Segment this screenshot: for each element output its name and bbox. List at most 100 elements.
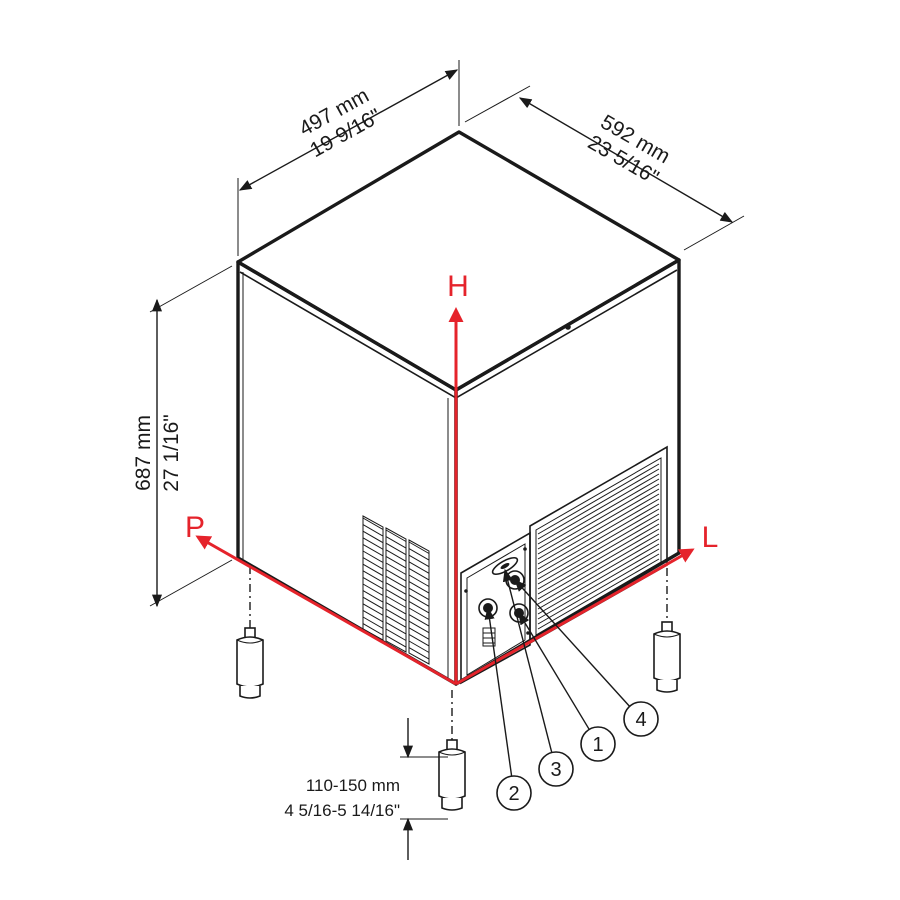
grille-slat xyxy=(537,548,660,620)
vent-slat xyxy=(362,550,384,563)
adjustable-foot xyxy=(653,568,681,693)
vent-slat xyxy=(362,530,384,544)
vent-slat xyxy=(385,602,407,615)
vent-slat xyxy=(385,529,407,542)
vent-slat xyxy=(362,524,384,537)
front-condenser-grille xyxy=(529,445,668,645)
vent-slat xyxy=(362,576,384,590)
depth-dimension: 592 mm 23 5/16" xyxy=(464,85,745,251)
grille-slat xyxy=(537,513,660,585)
adjustable-foot xyxy=(236,566,264,699)
callout-number: 3 xyxy=(550,759,561,781)
vent-slat xyxy=(362,517,384,530)
callout-number: 2 xyxy=(508,783,519,805)
vent-slat xyxy=(408,561,430,574)
vent-slat xyxy=(362,563,384,577)
vent-slat xyxy=(408,607,430,620)
vent-slat xyxy=(362,609,384,623)
grille-slat xyxy=(537,528,660,600)
grille-slat xyxy=(537,498,660,570)
vent-slat xyxy=(408,633,430,647)
feet-mm-label: 110-150 mm xyxy=(306,776,400,795)
vent-slat xyxy=(408,548,430,561)
grille-slat xyxy=(537,533,660,605)
vent-slat xyxy=(362,537,384,550)
height-dimension: 687 mm 27 1/16" xyxy=(132,265,233,608)
vent-column-frame xyxy=(385,527,407,653)
vent-column-frame xyxy=(408,539,430,665)
vent-slat xyxy=(362,570,384,583)
vent-slat xyxy=(385,621,407,635)
vent-slat xyxy=(362,623,384,636)
vent-column-frame xyxy=(362,515,384,641)
drain-outlet-hole xyxy=(500,562,510,570)
vent-slat xyxy=(385,569,407,582)
grille-slat xyxy=(537,478,660,550)
grille-slat xyxy=(537,518,660,590)
grille-slat xyxy=(537,553,660,625)
vent-slat xyxy=(362,557,384,570)
vent-slat xyxy=(385,635,407,648)
vent-slat xyxy=(385,628,407,641)
screw-icon xyxy=(565,324,571,330)
vent-slat xyxy=(362,590,384,603)
vent-slat xyxy=(362,583,384,596)
vent-slat xyxy=(408,541,430,554)
vent-slat xyxy=(385,542,407,556)
grille-slat xyxy=(537,463,660,535)
grille-slat xyxy=(537,523,660,595)
red-axes: H P L xyxy=(185,270,719,686)
cable-gland xyxy=(482,627,496,647)
callout-3: 3 xyxy=(502,568,574,787)
grille-slat xyxy=(537,473,660,545)
adjustable-foot xyxy=(438,690,466,811)
grille-slats xyxy=(537,463,660,635)
vent-slat xyxy=(385,615,407,628)
width-dimension: 497 mm 19 9/16" xyxy=(237,60,460,256)
vent-slat xyxy=(408,640,430,653)
vent-slat xyxy=(385,608,407,622)
panel-frame xyxy=(460,531,531,685)
vent-slat xyxy=(408,554,430,568)
adjustable-feet xyxy=(236,566,681,811)
vent-slat xyxy=(408,567,430,581)
vent-slat xyxy=(408,627,430,640)
grille-slat xyxy=(537,488,660,560)
grille-slat xyxy=(537,503,660,575)
vent-slat xyxy=(385,536,407,549)
feet-inch-label: 4 5/16-5 14/16" xyxy=(284,801,400,820)
depth-axis-arrow xyxy=(195,535,457,686)
vent-slat xyxy=(408,600,430,614)
callout-1: 1 xyxy=(518,611,616,762)
cabinet xyxy=(236,130,681,686)
feet-dimension: 110-150 mm 4 5/16-5 14/16" xyxy=(284,718,448,860)
grille-slat xyxy=(537,483,660,555)
vent-slat xyxy=(408,581,430,594)
connection-callouts: 1 2 3 4 xyxy=(484,568,659,811)
vent-slat xyxy=(362,616,384,629)
vent-slat xyxy=(408,594,430,607)
panel-inner-frame xyxy=(466,543,526,676)
vent-slat xyxy=(362,543,384,557)
callout-4: 4 xyxy=(514,579,659,737)
grille-slat xyxy=(537,563,660,635)
vent-slat xyxy=(385,582,407,595)
vent-slat xyxy=(408,614,430,627)
vent-slat xyxy=(408,574,430,587)
vent-slat xyxy=(362,596,384,610)
callout-number: 4 xyxy=(635,709,646,731)
callout-number: 1 xyxy=(592,734,603,756)
grille-slat xyxy=(537,558,660,630)
vent-slat xyxy=(385,588,407,602)
length-axis-label: L xyxy=(702,521,719,554)
vent-slat xyxy=(385,555,407,569)
vent-slat xyxy=(362,603,384,616)
grille-slat xyxy=(537,508,660,580)
height-axis-label: H xyxy=(447,270,469,303)
vent-slat xyxy=(385,595,407,608)
cabinet-top-face xyxy=(236,130,681,392)
grille-slat xyxy=(537,493,660,565)
grille-slat xyxy=(537,543,660,615)
callout-2: 2 xyxy=(484,606,532,811)
